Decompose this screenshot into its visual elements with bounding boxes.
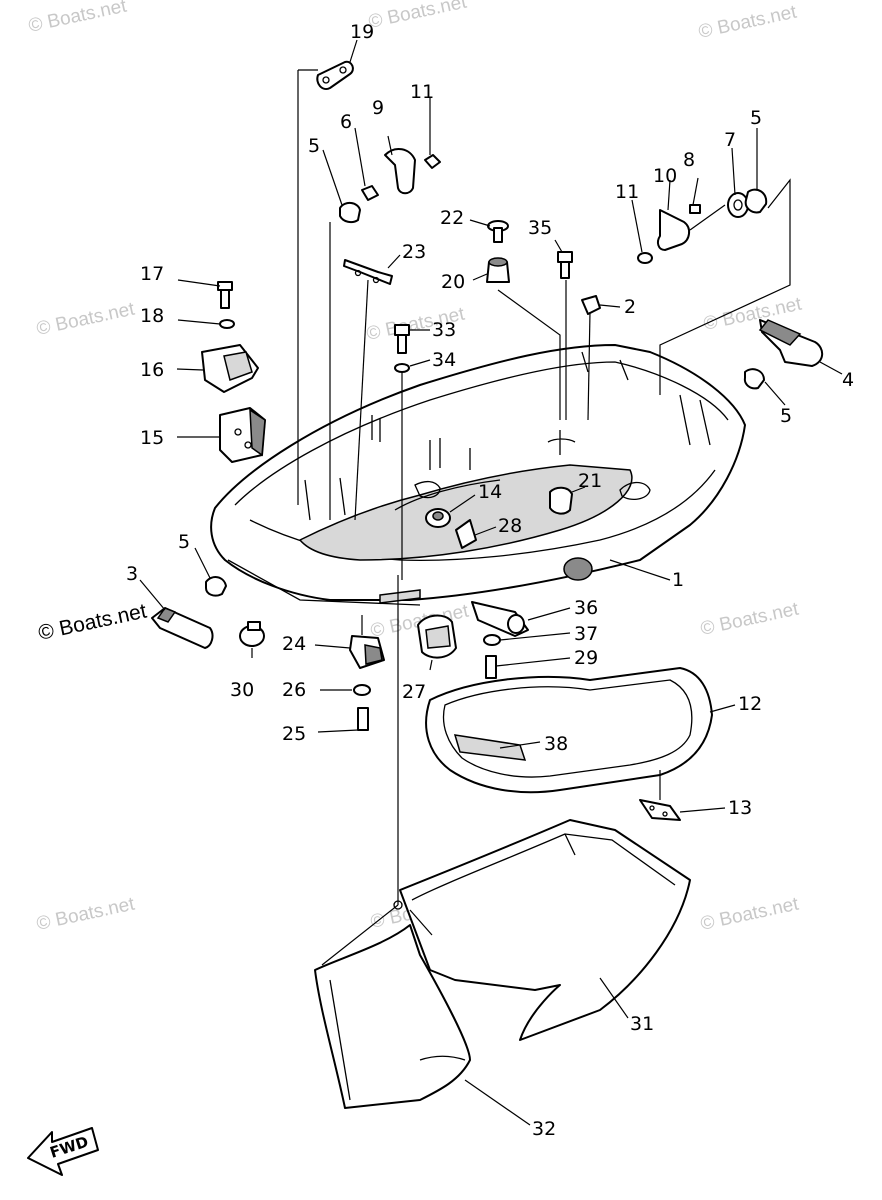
callout-22: 22 xyxy=(440,207,464,229)
bottom-cowling-part-1 xyxy=(210,344,746,606)
callout-13: 13 xyxy=(728,797,752,819)
callout-5-left: 5 xyxy=(178,531,190,553)
callout-2: 2 xyxy=(624,296,636,318)
callout-30: 30 xyxy=(230,679,254,701)
part-35-bolt xyxy=(557,251,573,279)
watermark-text: © Boats.net xyxy=(367,0,469,33)
callout-10: 10 xyxy=(653,165,677,187)
part-19-plate xyxy=(316,60,354,90)
watermark-text: © Boats.net xyxy=(697,2,799,43)
part-9-lever xyxy=(384,148,416,195)
part-36-bracket xyxy=(471,601,529,637)
callout-labels: 19 11 9 6 5 23 17 18 16 15 22 20 35 2 33… xyxy=(126,21,854,1140)
callout-28: 28 xyxy=(498,515,522,537)
part-31-lower-cover xyxy=(399,819,691,1041)
callout-26: 26 xyxy=(282,679,306,701)
callout-29: 29 xyxy=(574,647,598,669)
part-25-screw xyxy=(357,707,369,731)
callout-3: 3 xyxy=(126,563,138,585)
part-13-clip xyxy=(639,799,681,821)
leader-lines xyxy=(139,39,843,1126)
part-34-washer xyxy=(394,363,410,373)
callout-16: 16 xyxy=(140,359,164,381)
part-22-screw xyxy=(487,220,509,243)
part-27-grommet xyxy=(417,614,457,659)
callout-37: 37 xyxy=(574,623,598,645)
part-23-bracket xyxy=(343,259,393,285)
part-14-grommet xyxy=(425,508,451,528)
callout-19: 19 xyxy=(350,21,374,43)
watermark-text: © Boats.net xyxy=(699,894,801,935)
part-20-grommet xyxy=(486,257,510,283)
part-5-grommet xyxy=(339,202,361,224)
part-5-grommet-mid xyxy=(743,368,765,390)
part-11-screw xyxy=(424,154,441,169)
callout-5-right: 5 xyxy=(750,107,762,129)
callout-21: 21 xyxy=(578,470,602,492)
part-16-clamp xyxy=(201,344,259,393)
callout-1: 1 xyxy=(672,569,684,591)
part-6-nut xyxy=(361,185,379,201)
callout-33: 33 xyxy=(432,319,456,341)
part-29-screw xyxy=(485,655,497,679)
part-30-plug xyxy=(239,621,265,647)
callout-5: 5 xyxy=(308,135,320,157)
part-18-washer xyxy=(219,319,235,329)
part-24-catch xyxy=(349,635,385,669)
callout-9: 9 xyxy=(372,97,384,119)
fwd-arrow-icon: FWD xyxy=(27,1127,99,1176)
part-2-nut xyxy=(581,295,601,315)
part-5-grommet-right xyxy=(744,188,768,214)
watermark-text: © Boats.net xyxy=(27,0,129,37)
part-11-screw-right xyxy=(637,252,653,264)
callout-24: 24 xyxy=(282,633,306,655)
callout-6: 6 xyxy=(340,111,352,133)
callout-34: 34 xyxy=(432,349,456,371)
callout-25: 25 xyxy=(282,723,306,745)
part-3-handle xyxy=(151,607,214,649)
part-33-bolt xyxy=(394,324,410,354)
part-21-grommet xyxy=(549,486,573,515)
callout-11-right: 11 xyxy=(615,181,639,203)
callout-32: 32 xyxy=(532,1118,556,1140)
callout-12: 12 xyxy=(738,693,762,715)
watermark-text: © Boats.net xyxy=(35,894,137,935)
watermark-text: © Boats.net xyxy=(699,599,801,640)
callout-23: 23 xyxy=(402,241,426,263)
callout-8: 8 xyxy=(683,149,695,171)
part-15-block xyxy=(219,407,266,463)
callout-15: 15 xyxy=(140,427,164,449)
part-37-washer xyxy=(483,634,501,646)
callout-5-mid: 5 xyxy=(780,405,792,427)
part-10-lever xyxy=(656,209,690,251)
part-5-grommet-left xyxy=(205,576,227,597)
part-4-handle xyxy=(758,319,824,367)
callout-17: 17 xyxy=(140,263,164,285)
callout-35: 35 xyxy=(528,217,552,239)
callout-14: 14 xyxy=(478,481,502,503)
part-26-washer xyxy=(353,684,371,696)
callout-18: 18 xyxy=(140,305,164,327)
callout-20: 20 xyxy=(441,271,465,293)
part-12-seal xyxy=(425,667,713,794)
callout-27: 27 xyxy=(402,681,426,703)
callout-7: 7 xyxy=(724,129,736,151)
callout-38: 38 xyxy=(544,733,568,755)
part-32-front-cover xyxy=(314,900,471,1109)
part-17-bolt xyxy=(217,281,233,309)
callout-4: 4 xyxy=(842,369,854,391)
callout-36: 36 xyxy=(574,597,598,619)
watermark-text-prominent: © Boats.net xyxy=(36,599,149,644)
watermark-text: © Boats.net xyxy=(35,299,137,340)
callout-31: 31 xyxy=(630,1013,654,1035)
part-28-clip xyxy=(455,519,477,549)
callout-11: 11 xyxy=(410,81,434,103)
part-8-pin xyxy=(689,204,701,214)
